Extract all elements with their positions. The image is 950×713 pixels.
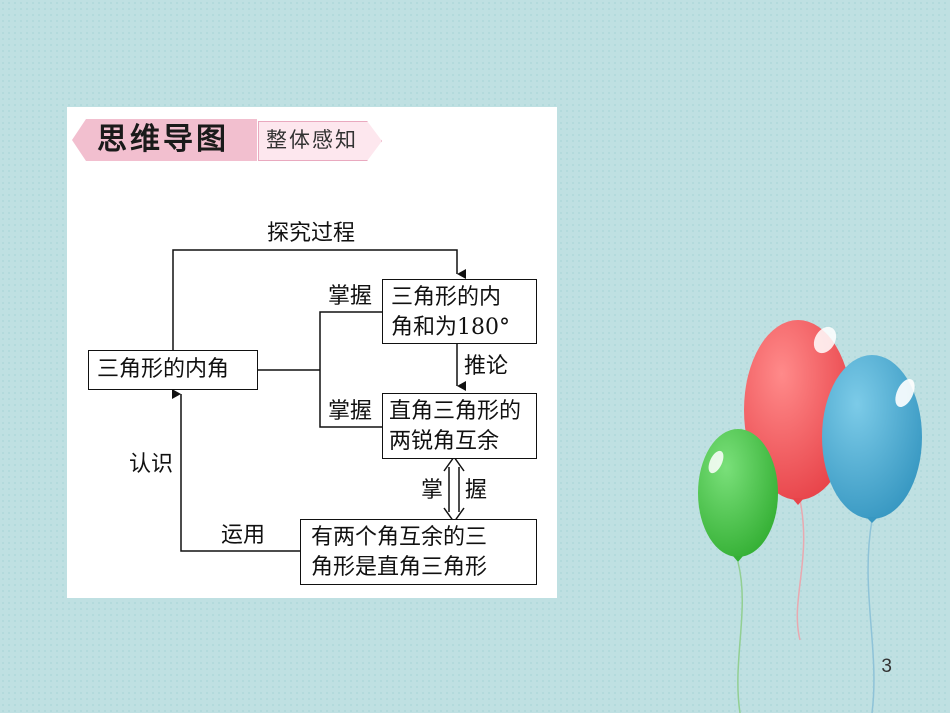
deduce-label: 推论 — [464, 354, 509, 379]
converse-node: 有两个角互余的三 角形是直角三角形 — [300, 519, 537, 585]
converse-line-1: 有两个角互余的三 — [311, 525, 488, 550]
page-number: 3 — [881, 656, 892, 677]
recognize-label: 认识 — [129, 452, 174, 477]
section-header: 思维导图 整体感知 — [67, 107, 557, 177]
balloon-green — [698, 429, 778, 713]
acute-angles-line-1: 直角三角形的 — [389, 399, 522, 424]
angle-sum-line-2: 角和为180° — [391, 315, 510, 340]
section-subtitle: 整体感知 — [266, 128, 358, 152]
master-vertical-right-label: 握 — [465, 478, 488, 503]
connector-lines — [172, 249, 466, 552]
explore-label: 探究过程 — [267, 221, 356, 246]
acute-angles-node: 直角三角形的 两锐角互余 — [382, 393, 537, 459]
master-mid-label: 掌握 — [328, 399, 373, 424]
master-vertical-left-label: 掌 — [421, 478, 444, 503]
branch-bracket — [319, 311, 382, 428]
section-title: 思维导图 — [97, 122, 229, 157]
center-node-text: 三角形的内角 — [97, 357, 230, 382]
apply-connector — [172, 389, 300, 552]
explore-connector — [172, 249, 466, 350]
title-banner — [72, 119, 257, 161]
acute-angles-line-2: 两锐角互余 — [389, 429, 500, 454]
center-node: 三角形的内角 — [88, 350, 258, 390]
apply-label: 运用 — [221, 523, 266, 548]
subtitle-banner — [258, 121, 382, 161]
master-top-label: 掌握 — [328, 284, 373, 309]
angle-sum-node: 三角形的内 角和为180° — [382, 279, 537, 344]
angle-sum-line-1: 三角形的内 — [391, 285, 502, 310]
balloon-blue — [822, 355, 922, 713]
mind-map-panel: 思维导图 整体感知 三角形的内角 三角形的内 角和为180° — [67, 107, 557, 598]
converse-line-2: 角形是直角三角形 — [311, 555, 488, 580]
